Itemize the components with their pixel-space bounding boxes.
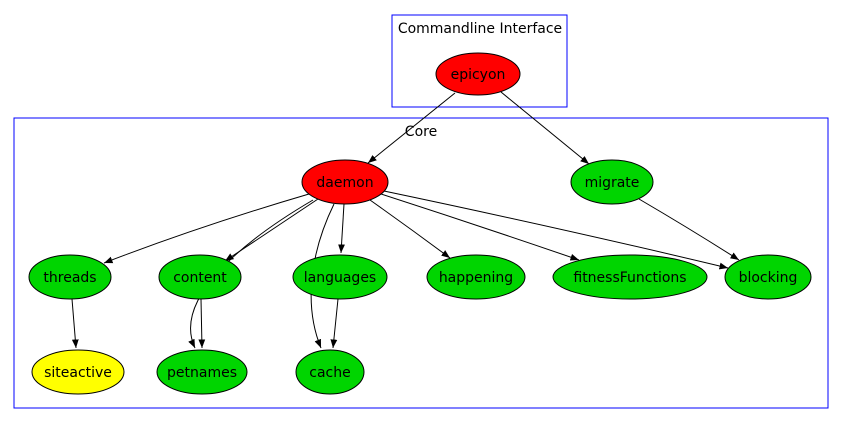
edge-daemon-to-content — [224, 198, 319, 262]
node-ellipse-siteactive — [31, 349, 125, 395]
node-daemon: daemon — [301, 159, 389, 205]
node-ellipse-happening — [426, 254, 526, 300]
node-fitnessFunctions: fitnessFunctions — [552, 254, 708, 300]
node-ellipse-epicyon — [435, 52, 521, 96]
node-label-threads: threads — [43, 270, 96, 286]
edge-daemon-to-languages — [338, 203, 345, 254]
cluster-label-core: Core — [405, 124, 437, 140]
node-label-cache: cache — [309, 365, 350, 381]
node-ellipse-blocking — [724, 254, 812, 300]
cluster-box-core — [13, 117, 829, 409]
node-label-happening: happening — [439, 270, 513, 286]
edge-languages-to-cache — [330, 298, 339, 349]
node-label-daemon: daemon — [316, 175, 373, 191]
node-petnames: petnames — [156, 349, 248, 395]
node-epicyon: epicyon — [435, 52, 521, 96]
node-ellipse-cache — [295, 349, 365, 395]
node-content: content — [158, 254, 242, 300]
edge-epicyon-to-daemon — [367, 92, 456, 164]
node-ellipse-languages — [292, 254, 388, 300]
edge-epicyon-to-migrate — [500, 91, 590, 165]
node-ellipse-migrate — [570, 159, 654, 205]
node-ellipse-threads — [28, 254, 112, 300]
node-happening: happening — [426, 254, 526, 300]
edge-threads-to-siteactive — [71, 298, 79, 349]
node-ellipse-fitnessFunctions — [552, 254, 708, 300]
node-label-fitnessFunctions: fitnessFunctions — [573, 270, 686, 286]
node-label-epicyon: epicyon — [451, 67, 506, 83]
node-threads: threads — [28, 254, 112, 300]
nodes-layer: epicyon daemon migrate threads content langua… — [28, 52, 812, 395]
node-ellipse-petnames — [156, 349, 248, 395]
edge-daemon-to-happening — [369, 199, 451, 259]
cluster-label-commandline-interface: Commandline Interface — [398, 21, 562, 37]
node-ellipse-content — [158, 254, 242, 300]
node-ellipse-daemon — [301, 159, 389, 205]
node-blocking: blocking — [724, 254, 812, 300]
node-migrate: migrate — [570, 159, 654, 205]
edge-content-to-petnames — [198, 298, 206, 349]
node-languages: languages — [292, 254, 388, 300]
node-label-content: content — [173, 270, 227, 286]
node-label-languages: languages — [304, 270, 376, 286]
node-label-petnames: petnames — [167, 365, 237, 381]
node-siteactive: siteactive — [31, 349, 125, 395]
edge-migrate-to-blocking — [638, 198, 740, 261]
node-label-siteactive: siteactive — [44, 365, 112, 381]
cluster-box-commandline-interface — [391, 14, 568, 108]
edge-daemon-to-blocking — [383, 190, 729, 270]
node-label-migrate: migrate — [585, 175, 640, 191]
edge-daemon-to-threads — [103, 193, 310, 264]
node-cache: cache — [295, 349, 365, 395]
edge-daemon-to-fitnessFunctions — [380, 193, 580, 261]
node-label-blocking: blocking — [739, 270, 798, 286]
